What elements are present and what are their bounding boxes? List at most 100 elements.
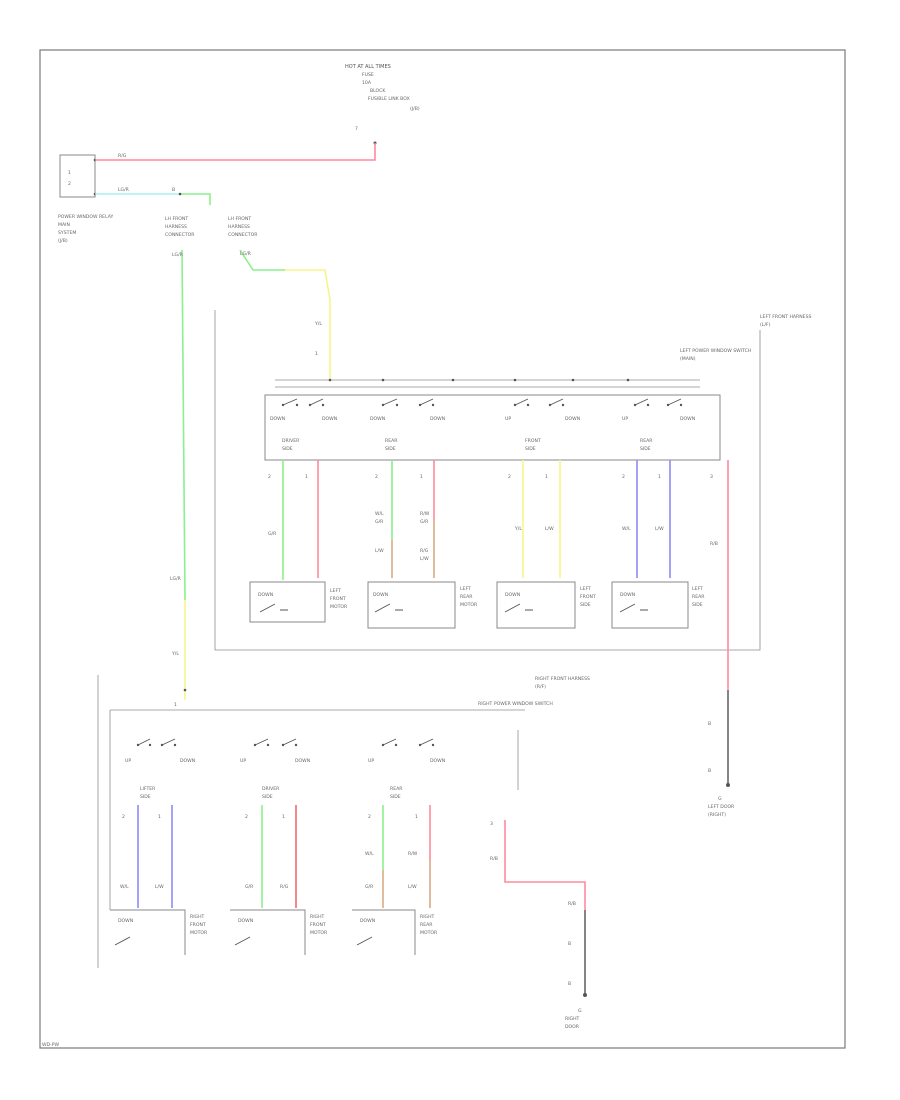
svg-text:B: B (708, 721, 711, 727)
svg-text:2: 2 (268, 474, 271, 480)
svg-text:SYSTEM: SYSTEM (58, 230, 76, 236)
svg-text:2: 2 (508, 474, 511, 480)
svg-text:SIDE: SIDE (692, 602, 703, 608)
svg-text:LG/R: LG/R (118, 187, 130, 193)
svg-text:FRONT: FRONT (310, 922, 326, 928)
svg-text:SIDE: SIDE (525, 446, 536, 452)
svg-text:UP: UP (240, 758, 246, 764)
left-switch-box (264, 394, 721, 461)
svg-text:LG/R: LG/R (170, 576, 182, 582)
svg-text:Y/L: Y/L (171, 651, 179, 657)
svg-text:DOWN: DOWN (360, 918, 375, 924)
svg-text:2: 2 (375, 474, 378, 480)
svg-text:MAIN: MAIN (58, 222, 70, 228)
relay-box (59, 154, 96, 198)
svg-text:LEFT: LEFT (330, 588, 341, 594)
right-switch-label: RIGHT POWER WINDOW SWITCH (478, 701, 553, 707)
relay-output-wire: LG/R B (95, 187, 211, 205)
svg-text:CONNECTOR: CONNECTOR (165, 232, 195, 238)
svg-text:R/B: R/B (568, 901, 576, 907)
svg-text:1: 1 (420, 474, 423, 480)
svg-text:G/R: G/R (365, 884, 374, 890)
svg-text:REAR: REAR (385, 438, 398, 444)
svg-text:DOWN: DOWN (565, 416, 580, 422)
svg-text:SIDE: SIDE (262, 794, 273, 800)
svg-text:UP: UP (505, 416, 511, 422)
svg-text:10A: 10A (362, 80, 372, 86)
svg-text:LEFT: LEFT (580, 586, 591, 592)
svg-text:SIDE: SIDE (385, 446, 396, 452)
svg-text:DOWN: DOWN (258, 592, 273, 598)
svg-text:1: 1 (315, 351, 318, 357)
svg-text:G/R: G/R (420, 519, 429, 525)
svg-text:DOWN: DOWN (118, 918, 133, 924)
ground-left-label: G (718, 796, 722, 802)
svg-text:LG/R: LG/R (172, 252, 184, 258)
svg-text:LEFT: LEFT (692, 586, 703, 592)
svg-text:DOWN: DOWN (270, 416, 285, 422)
power-source-block: HOT AT ALL TIMES FUSE 10A BLOCK FUSIBLE … (345, 64, 420, 145)
svg-text:DOWN: DOWN (180, 758, 195, 764)
svg-text:2: 2 (368, 814, 371, 820)
svg-text:2: 2 (622, 474, 625, 480)
diagram-frame (39, 49, 846, 1049)
svg-text:B: B (568, 981, 571, 987)
svg-text:B: B (172, 187, 175, 193)
svg-text:LG/R: LG/R (240, 251, 252, 257)
svg-text:R/B: R/B (710, 541, 718, 547)
svg-text:DOWN: DOWN (620, 592, 635, 598)
left-ground-wire: R/B B B G LEFT DOOR (RIGHT) (708, 460, 735, 818)
svg-text:(MAIN): (MAIN) (680, 356, 696, 362)
svg-text:UP: UP (622, 416, 628, 422)
svg-text:2: 2 (245, 814, 248, 820)
svg-text:1: 1 (305, 474, 308, 480)
svg-text:(J/B): (J/B) (410, 106, 420, 112)
svg-text:BLOCK: BLOCK (370, 88, 386, 94)
right-harness-label: RIGHT FRONT HARNESS (535, 676, 590, 682)
svg-text:RIGHT: RIGHT (565, 1016, 580, 1022)
svg-text:1: 1 (282, 814, 285, 820)
svg-text:1: 1 (174, 702, 177, 708)
svg-text:FRONT: FRONT (330, 596, 346, 602)
svg-text:DOOR: DOOR (565, 1024, 580, 1030)
svg-text:3: 3 (490, 821, 493, 827)
svg-text:LEFT: LEFT (460, 586, 471, 592)
svg-text:MOTOR: MOTOR (460, 602, 478, 608)
svg-text:1: 1 (545, 474, 548, 480)
svg-text:7: 7 (355, 126, 358, 132)
svg-text:W/L: W/L (120, 884, 129, 890)
svg-text:G/R: G/R (245, 884, 254, 890)
svg-text:R/B: R/B (490, 856, 498, 862)
svg-text:DRIVER: DRIVER (282, 438, 300, 444)
svg-text:2: 2 (122, 814, 125, 820)
right-ground-wire: 3 R/B R/B B B G RIGHT DOOR (490, 820, 587, 1030)
svg-text:DOWN: DOWN (322, 416, 337, 422)
svg-text:3: 3 (710, 474, 713, 480)
svg-text:R/G: R/G (118, 153, 127, 159)
svg-text:SIDE: SIDE (282, 446, 293, 452)
svg-text:REAR: REAR (390, 786, 403, 792)
svg-text:MOTOR: MOTOR (310, 930, 328, 936)
svg-text:FUSE: FUSE (362, 72, 374, 78)
svg-text:W/L: W/L (622, 526, 631, 532)
svg-text:R/G: R/G (280, 884, 289, 890)
svg-text:Y/L: Y/L (514, 526, 522, 532)
hot-at-all-times-label: HOT AT ALL TIMES (345, 64, 391, 70)
svg-text:R/W: R/W (408, 851, 418, 857)
svg-text:RIGHT: RIGHT (310, 914, 325, 920)
svg-text:RIGHT: RIGHT (420, 914, 435, 920)
left-switch-label: LEFT POWER WINDOW SWITCH (680, 348, 751, 354)
svg-text:G/R: G/R (268, 531, 277, 537)
svg-text:G/R: G/R (375, 519, 384, 525)
svg-text:B: B (708, 768, 711, 774)
svg-text:1: 1 (658, 474, 661, 480)
svg-text:SIDE: SIDE (390, 794, 401, 800)
